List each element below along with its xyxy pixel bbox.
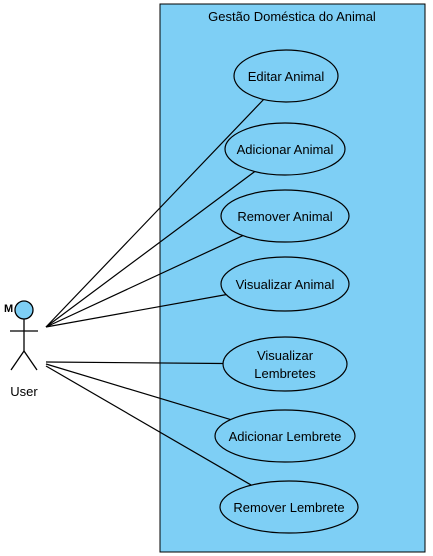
use-case-label: Visualizar Animal	[236, 277, 335, 292]
association-line	[45, 363, 231, 421]
actor-user[interactable]: M User	[4, 300, 38, 399]
use-case[interactable]: Visualizar Animal	[220, 256, 350, 312]
use-case-ellipse	[219, 480, 359, 534]
use-case-ellipse	[224, 122, 346, 176]
use-case-label: Remover Lembrete	[233, 500, 344, 515]
use-case-label: Adicionar Lembrete	[229, 429, 342, 444]
actor-head-icon	[14, 300, 34, 320]
use-case[interactable]: Adicionar Animal	[224, 122, 346, 176]
use-case-label: Adicionar Animal	[237, 142, 334, 157]
use-case-ellipse	[214, 409, 356, 463]
actor-stereotype-mark: M	[4, 303, 13, 315]
association-line	[45, 235, 244, 328]
use-case[interactable]: Adicionar Lembrete	[214, 409, 356, 463]
use-case-ellipse	[233, 49, 339, 103]
use-case-label: Editar Animal	[248, 69, 325, 84]
actor-left-leg	[10, 350, 25, 371]
use-case-label: Remover Animal	[237, 209, 332, 224]
associations	[45, 99, 265, 486]
association-line	[45, 171, 256, 328]
use-case-ellipse	[220, 189, 350, 243]
association-line	[45, 365, 252, 486]
actor-right-leg	[23, 350, 38, 371]
use-case[interactable]: Remover Lembrete	[219, 480, 359, 534]
association-line	[45, 361, 224, 365]
use-case[interactable]: Editar Animal	[233, 49, 339, 103]
actor-label: User	[10, 384, 38, 399]
system-boundary-title: Gestão Doméstica do Animal	[208, 9, 376, 24]
association-line	[45, 99, 265, 328]
use-case-ellipse	[222, 336, 348, 392]
use-case-ellipse	[220, 256, 350, 312]
association-line	[45, 294, 227, 328]
use-case[interactable]: Remover Animal	[220, 189, 350, 243]
use-case-label: Lembretes	[254, 366, 316, 381]
use-case-label: Visualizar	[257, 348, 314, 363]
